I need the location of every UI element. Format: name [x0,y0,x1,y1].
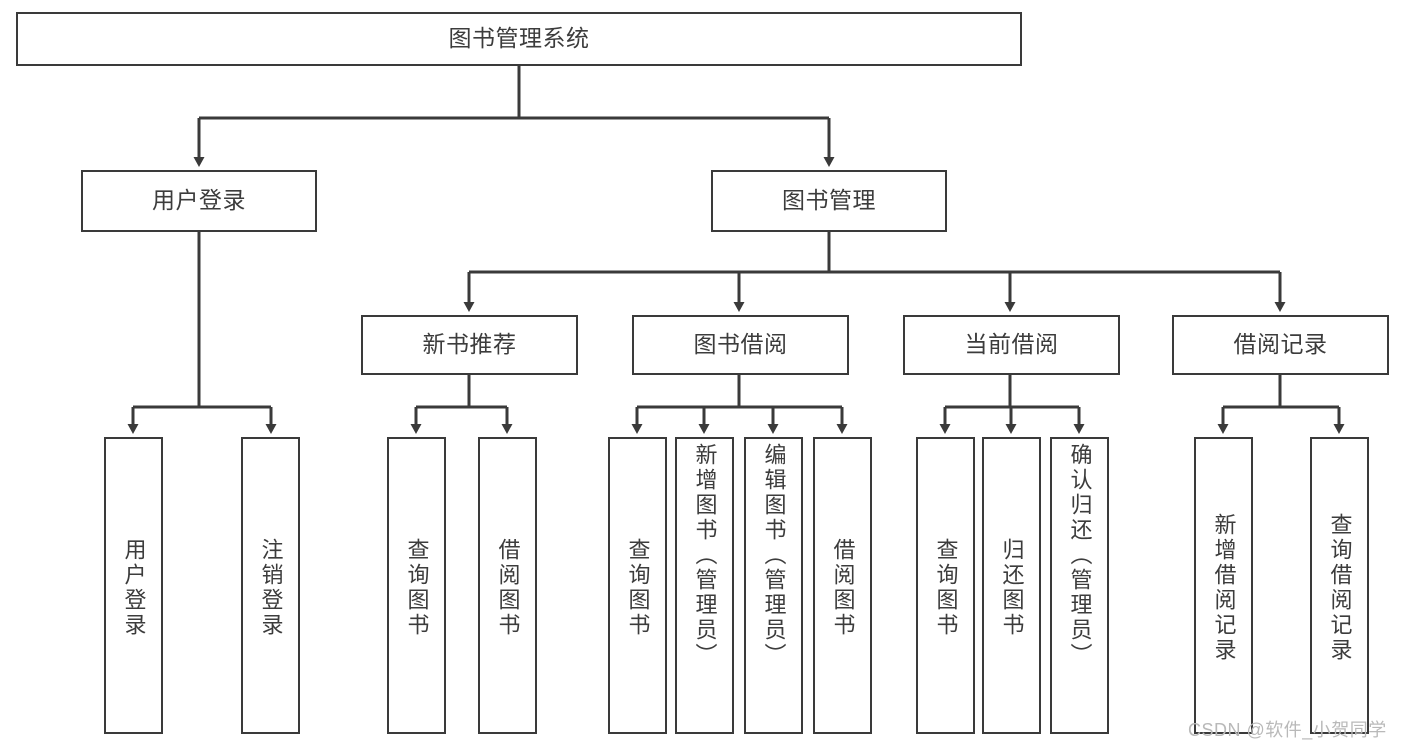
leaf-current-confirm-return[interactable]: 确认归还（管理员） [1050,437,1109,734]
leaf-label: 借阅图书 [830,537,856,638]
leaf-label: 查询图书 [404,537,430,638]
node-book-borrow[interactable]: 图书借阅 [632,315,849,375]
leaf-borrow-borrow-book[interactable]: 借阅图书 [813,437,872,734]
leaf-label: 归还图书 [999,537,1025,638]
node-current-borrow-label: 当前借阅 [964,331,1059,358]
leaf-borrow-add-book[interactable]: 新增图书（管理员） [675,437,734,734]
leaf-user-login-login[interactable]: 用户登录 [104,437,163,734]
node-new-book-recommend-label: 新书推荐 [422,331,517,358]
leaf-recommend-query-book[interactable]: 查询图书 [387,437,446,734]
leaf-label: 新增图书（管理员） [692,443,718,668]
leaf-label: 注销登录 [258,537,284,638]
leaf-label: 查询借阅记录 [1327,512,1353,663]
csdn-watermark: CSDN @软件_小贺同学 [1188,720,1387,740]
leaf-label: 编辑图书（管理员） [761,443,787,668]
node-borrow-record-label: 借阅记录 [1233,331,1328,358]
node-new-book-recommend[interactable]: 新书推荐 [361,315,578,375]
leaf-recommend-borrow-book[interactable]: 借阅图书 [478,437,537,734]
leaf-record-query-record[interactable]: 查询借阅记录 [1310,437,1369,734]
node-user-login-label: 用户登录 [152,187,246,214]
leaf-label: 确认归还（管理员） [1067,443,1093,668]
leaf-label: 新增借阅记录 [1211,512,1237,663]
leaf-borrow-edit-book[interactable]: 编辑图书（管理员） [744,437,803,734]
leaf-label: 借阅图书 [495,537,521,638]
node-root-label: 图书管理系统 [448,25,590,52]
leaf-current-return-book[interactable]: 归还图书 [982,437,1041,734]
node-user-login[interactable]: 用户登录 [81,170,317,232]
node-borrow-record[interactable]: 借阅记录 [1172,315,1389,375]
leaf-current-query-book[interactable]: 查询图书 [916,437,975,734]
node-root[interactable]: 图书管理系统 [16,12,1022,66]
leaf-borrow-query-book[interactable]: 查询图书 [608,437,667,734]
leaf-label: 查询图书 [933,537,959,638]
node-book-management-label: 图书管理 [782,187,876,214]
leaf-label: 用户登录 [121,537,147,638]
node-book-management[interactable]: 图书管理 [711,170,947,232]
leaf-record-add-record[interactable]: 新增借阅记录 [1194,437,1253,734]
leaf-label: 查询图书 [625,537,651,638]
node-current-borrow[interactable]: 当前借阅 [903,315,1120,375]
node-book-borrow-label: 图书借阅 [693,331,788,358]
leaf-user-login-logout[interactable]: 注销登录 [241,437,300,734]
